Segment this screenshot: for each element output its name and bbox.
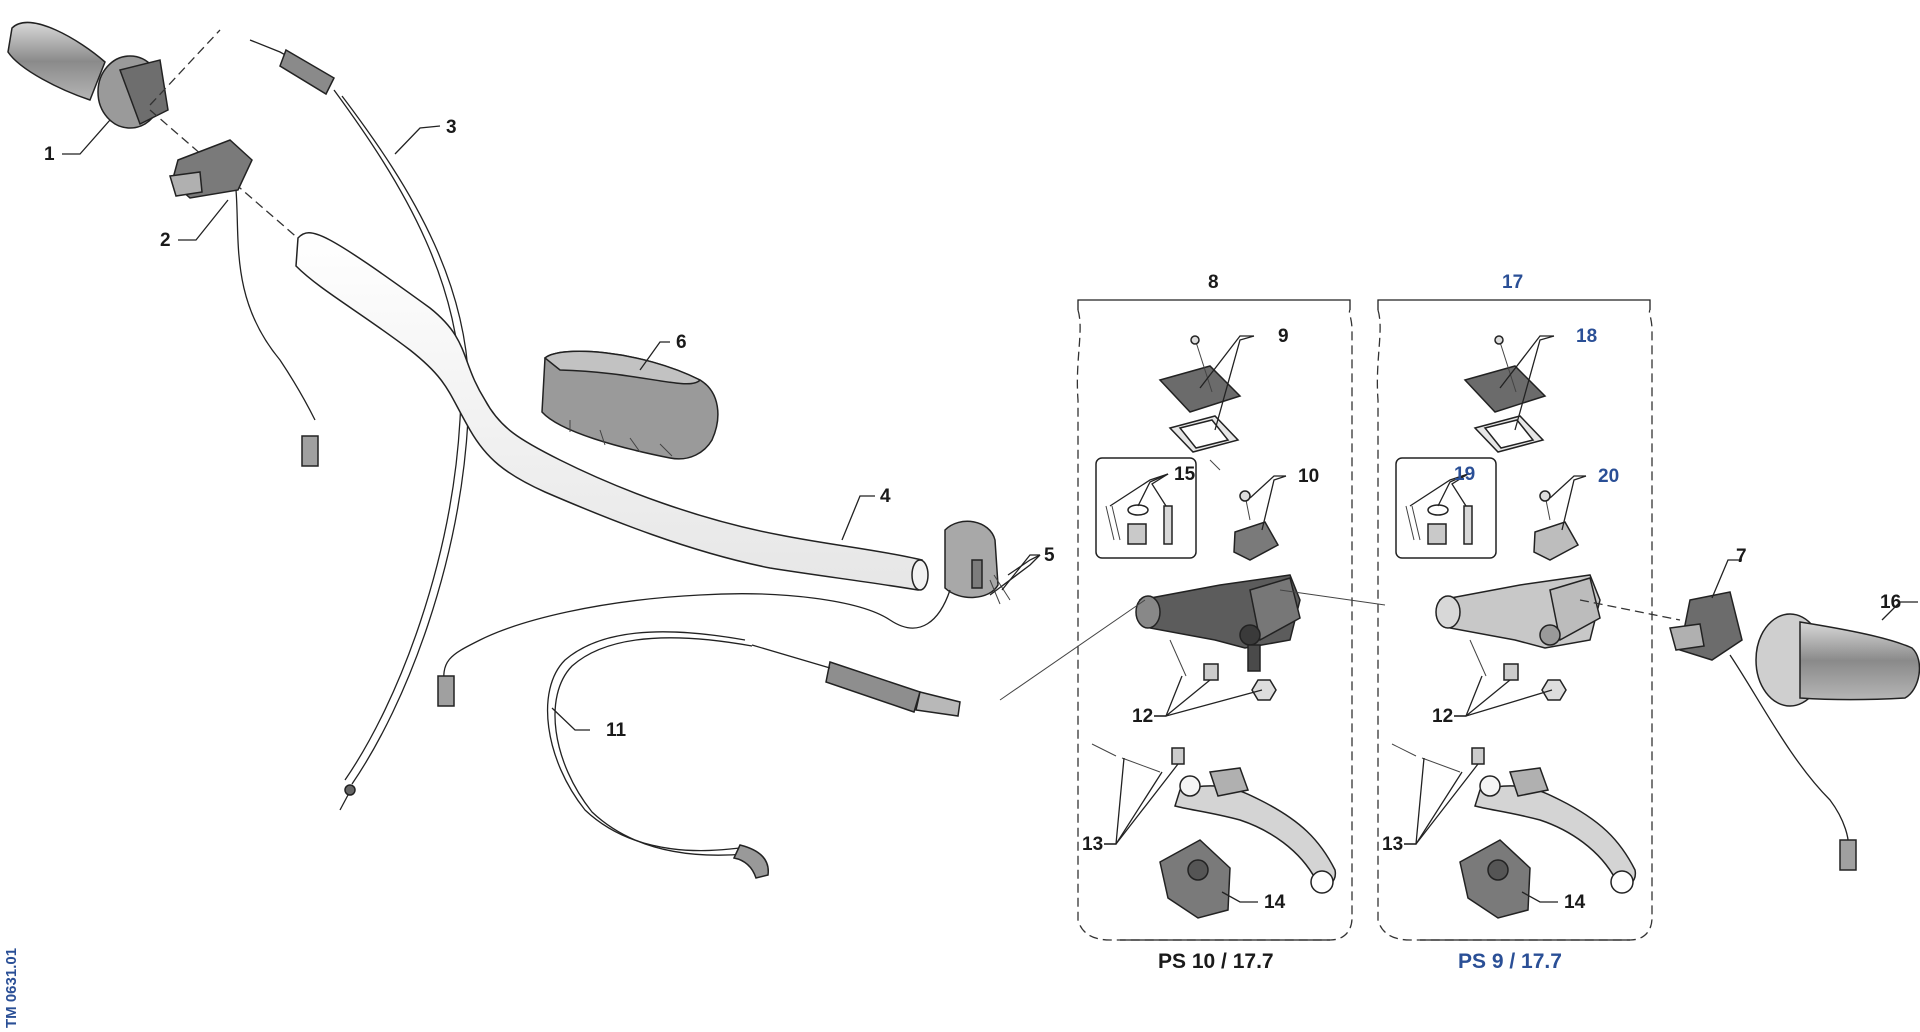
callout-11: 11	[606, 720, 627, 741]
kit-panel-17	[1376, 299, 1653, 941]
caption-right-kit: PS 9 / 17.7	[1458, 950, 1562, 973]
throttle-cable-part	[249, 39, 470, 811]
left-switch-part	[1579, 591, 1857, 871]
clutch-cable-part	[547, 631, 961, 879]
callout-18: 18	[1576, 326, 1597, 347]
throttle-grip-part	[7, 21, 301, 241]
callout-7: 7	[1736, 546, 1747, 567]
callout-6: 6	[676, 332, 687, 353]
callout-14-right: 14	[1564, 892, 1586, 913]
callout-16: 16	[1880, 592, 1901, 613]
callout-20: 20	[1598, 466, 1619, 487]
callout-14-left: 14	[1264, 892, 1286, 913]
callout-17: 17	[1502, 272, 1523, 293]
kit-panel-8	[1076, 299, 1353, 941]
callout-15: 15	[1174, 464, 1196, 485]
throttle-switch-part	[169, 139, 319, 467]
callout-8: 8	[1208, 272, 1219, 293]
callout-4: 4	[880, 486, 891, 507]
callout-2: 2	[160, 230, 171, 251]
callout-10: 10	[1298, 466, 1319, 487]
callout-9: 9	[1278, 326, 1289, 347]
document-id: TM 0631.01	[3, 948, 20, 1028]
bar-clamp-part	[437, 520, 1011, 707]
callout-3: 3	[446, 117, 457, 138]
callout-13-right: 13	[1382, 834, 1403, 855]
callout-19: 19	[1454, 464, 1475, 485]
callout-1: 1	[44, 144, 55, 165]
callout-13-left: 13	[1082, 834, 1103, 855]
callout-12-right: 12	[1432, 706, 1453, 727]
handlebar-pad-part	[541, 350, 719, 460]
callout-12-left: 12	[1132, 706, 1153, 727]
handlebar-part	[295, 232, 929, 591]
callout-5: 5	[1044, 545, 1055, 566]
leader-lines	[62, 119, 1918, 903]
caption-left-kit: PS 10 / 17.7	[1158, 950, 1274, 973]
left-grip-part	[1755, 613, 1920, 707]
